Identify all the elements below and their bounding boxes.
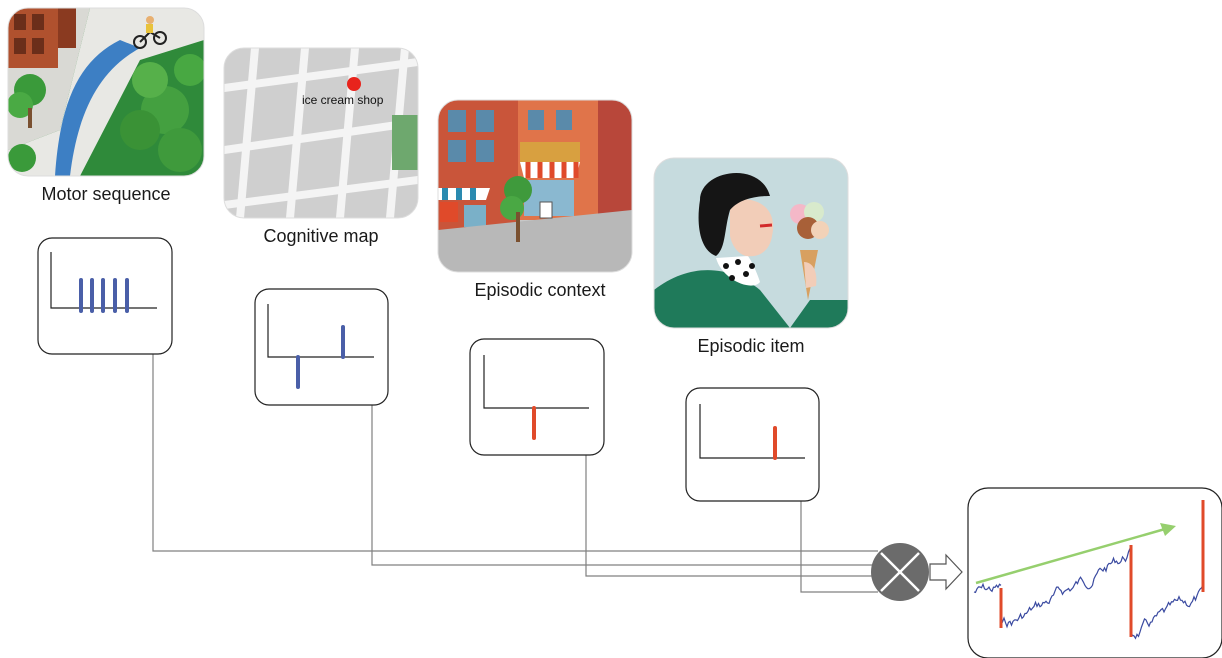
motor-sequence-illustration [8, 8, 204, 176]
caption-cognitive-map: Cognitive map [263, 226, 379, 246]
map-label-ice-cream-shop: ice cream shop [302, 93, 384, 107]
output-box [967, 487, 1222, 658]
response-box-cognitive [254, 288, 389, 406]
response-box-context [469, 338, 605, 456]
caption-episodic-context: Episodic context [474, 280, 606, 300]
episodic-item-frame [653, 157, 849, 329]
caption-episodic-item: Episodic item [697, 336, 805, 356]
output-arrow [929, 553, 963, 591]
response-box-motor [37, 237, 173, 355]
wire-motor [152, 354, 878, 552]
output-trace [973, 548, 1204, 640]
trace-segment-2 [1000, 548, 1131, 629]
wire-item [800, 501, 878, 593]
caption-motor-sequence: Motor sequence [41, 184, 171, 204]
episodic-context-illustration [438, 100, 632, 272]
cognitive-map-illustration [224, 48, 418, 218]
trace-segment-1 [973, 582, 1002, 594]
wire-cognitive [371, 405, 878, 566]
episodic-item-illustration [654, 158, 848, 328]
multiplier-node [871, 543, 929, 601]
episodic-context-frame [437, 99, 633, 273]
trend-arrowhead [1160, 523, 1176, 536]
ice-cream-shop-marker [347, 77, 361, 91]
trend-line [975, 525, 1173, 585]
wire-context [585, 455, 878, 577]
signal-wires [152, 354, 878, 593]
cognitive-map-frame [223, 47, 419, 219]
trace-segment-3 [1130, 584, 1204, 640]
response-box-item [685, 387, 820, 502]
motor-sequence-frame [7, 7, 205, 177]
